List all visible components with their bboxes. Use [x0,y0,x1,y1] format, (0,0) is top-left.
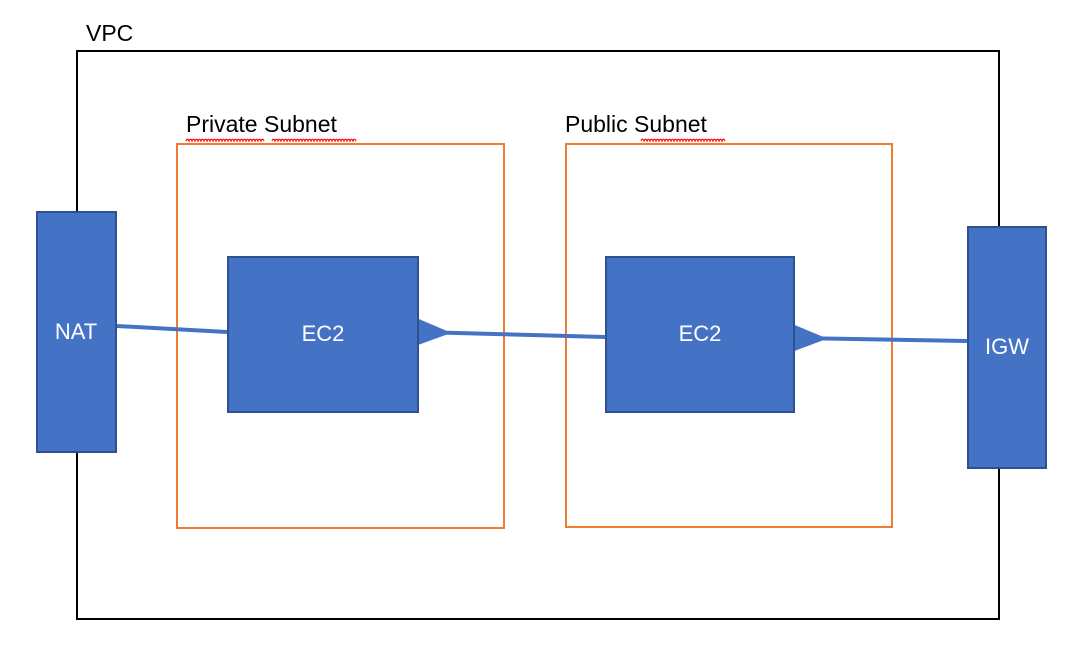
connector-igw-to-ec2-public [792,324,968,352]
connector-ec2-public-to-ec2-private [416,318,606,346]
node-igw[interactable] [967,226,1047,469]
nodes-layer [36,211,1047,469]
connectors-layer [116,318,968,352]
container-label-vpc: VPC [86,20,134,46]
spellcheck-underline-private-subnet-1 [271,138,357,143]
container-label-private-subnet: Private Subnet [186,111,337,137]
node-ec2-public[interactable] [605,256,795,413]
connector-nat-to-ec2-private [116,324,228,334]
node-nat[interactable] [36,211,117,453]
spellcheck-underlines-layer [185,138,726,143]
spellcheck-underline-public-subnet-0 [640,138,726,143]
node-ec2-private[interactable] [227,256,419,413]
spellcheck-underline-private-subnet-0 [185,138,265,143]
container-label-public-subnet: Public Subnet [565,111,707,137]
